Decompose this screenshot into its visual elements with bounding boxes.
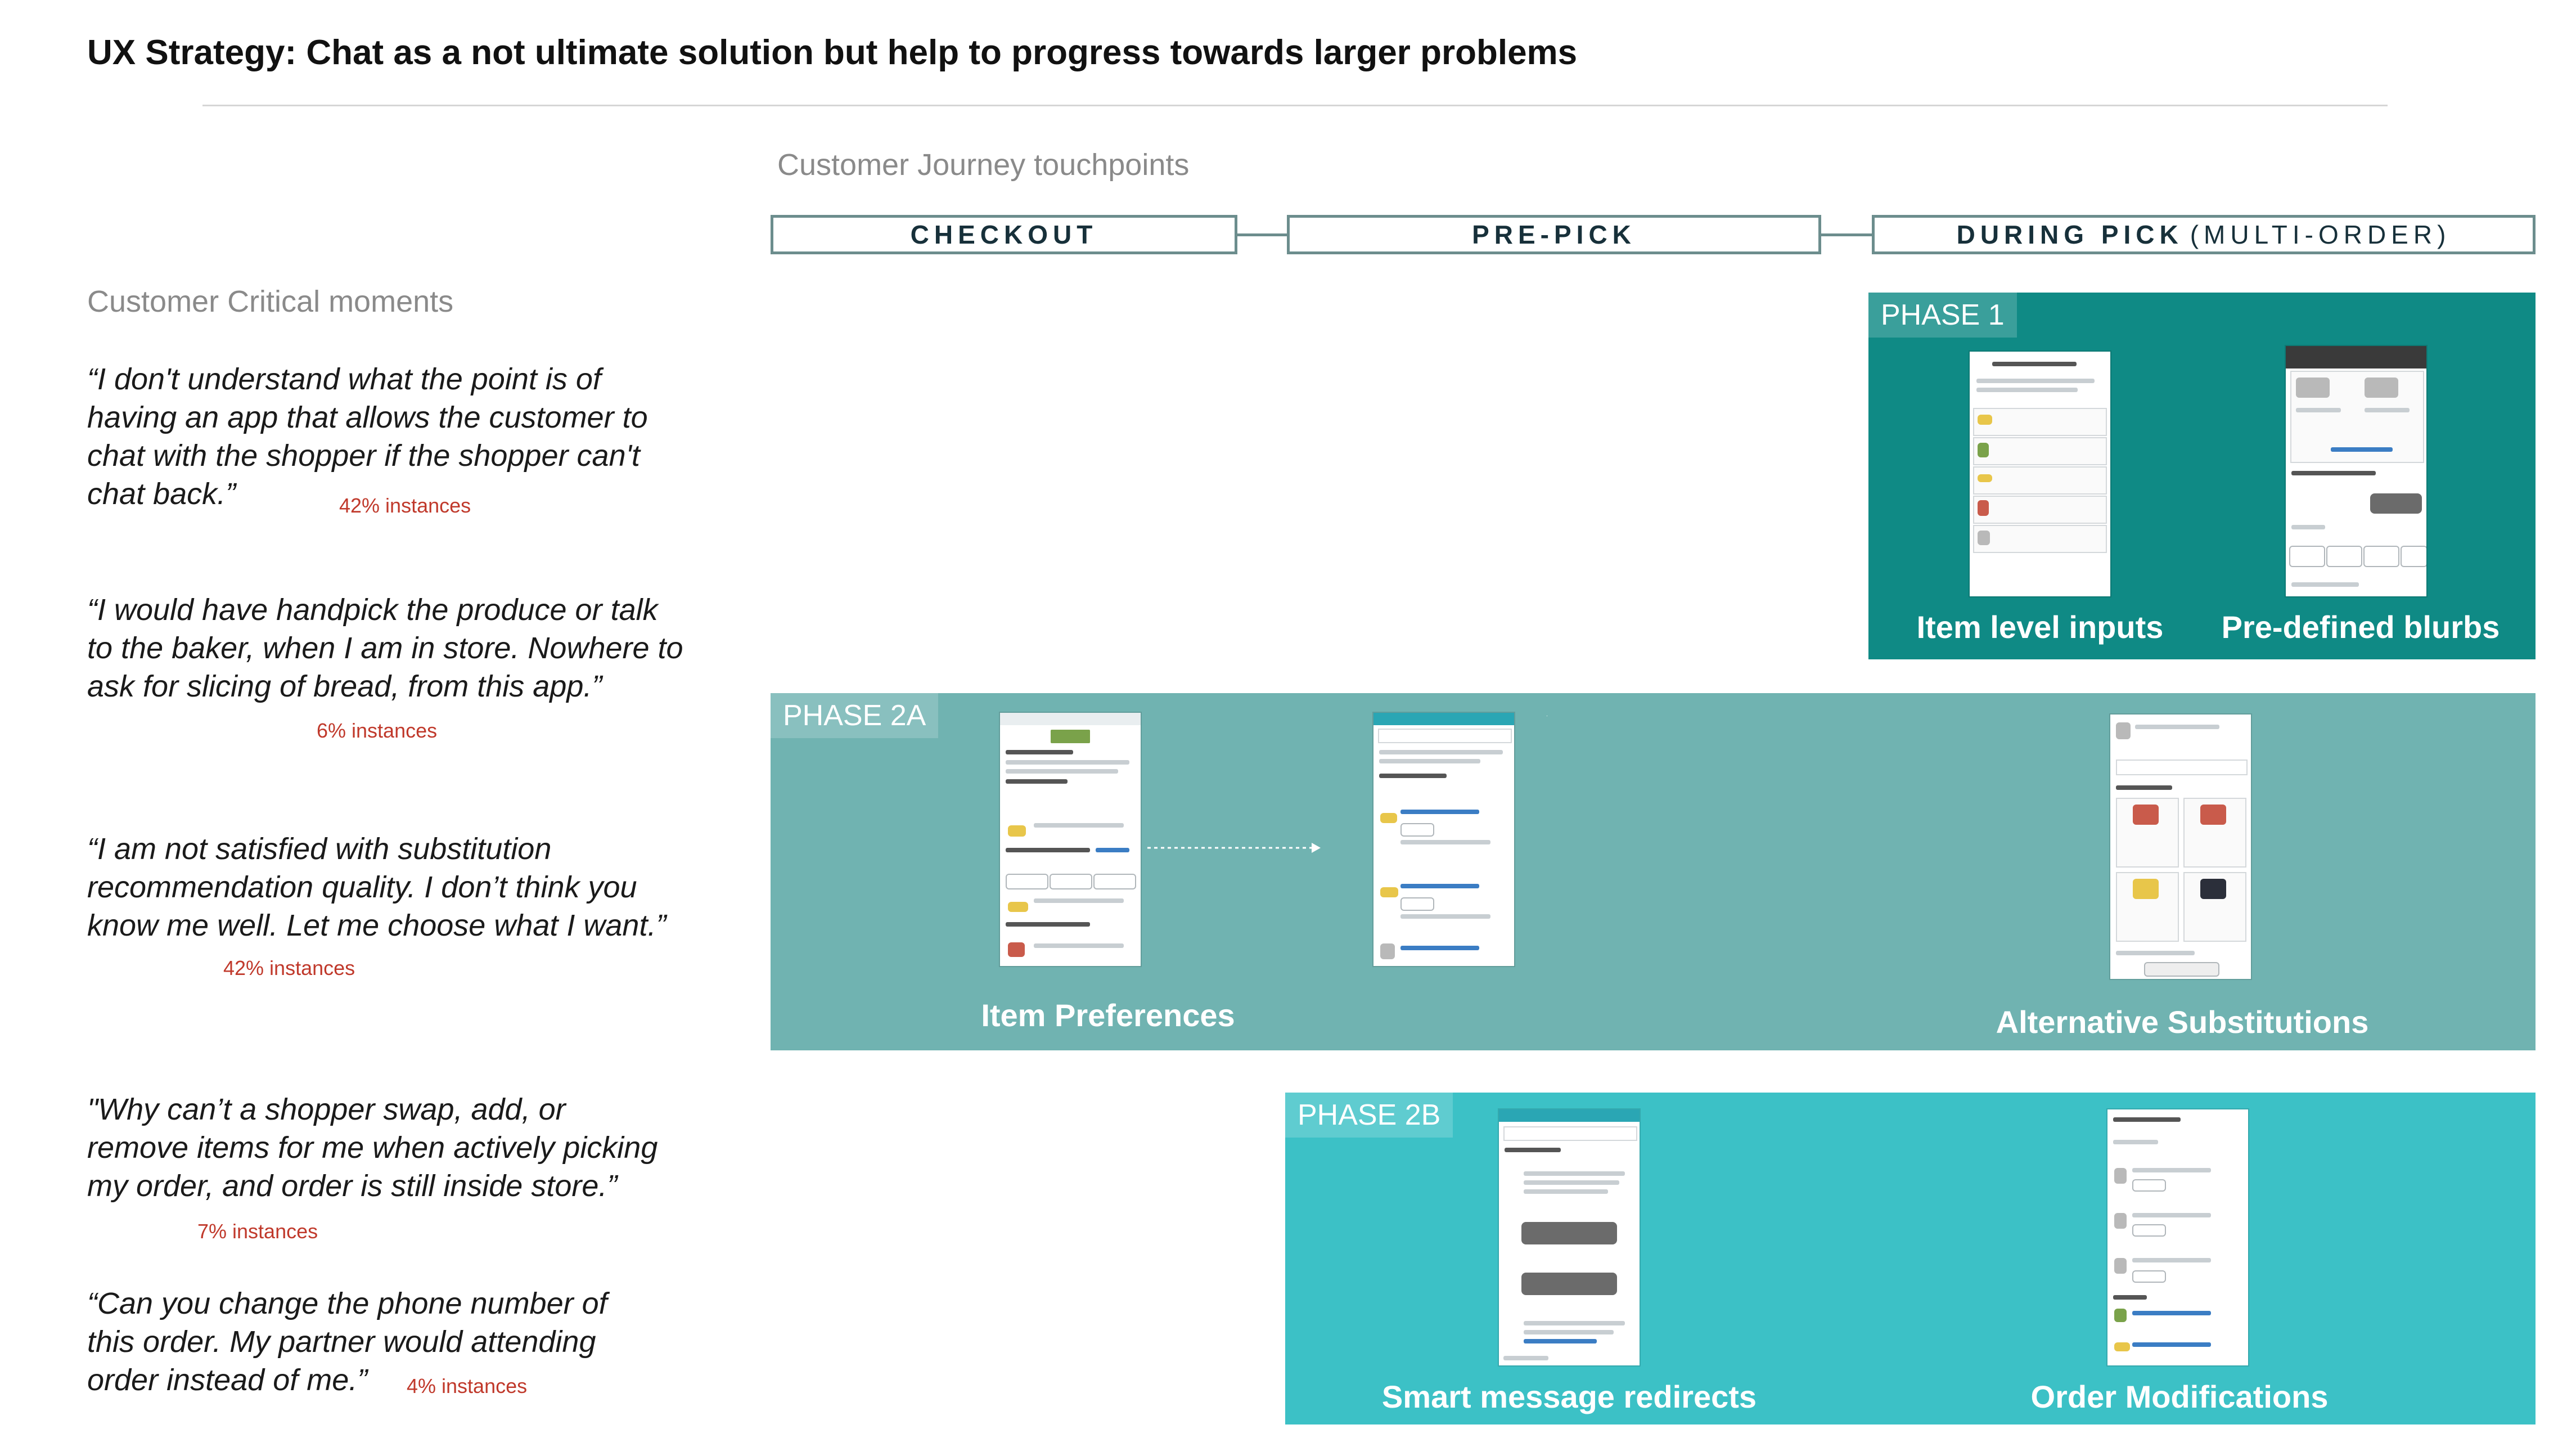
alternative-substitutions-screen — [2110, 714, 2251, 979]
phase-2a-tag: PHASE 2A — [771, 693, 939, 738]
stage-checkout-label: CHECKOUT — [910, 220, 1098, 249]
quote-block: “I don't understand what the point is of… — [87, 360, 672, 517]
quote-text: “I don't understand what the point is of… — [87, 362, 648, 511]
phase-1-tag: PHASE 1 — [1868, 293, 2017, 338]
stage-checkout: CHECKOUT — [771, 215, 1237, 254]
page-title: UX Strategy: Chat as a not ultimate solu… — [87, 33, 1578, 72]
phase-2a-caption: Alternative Substitutions — [1996, 1004, 2369, 1040]
quote-instances: 6% instances — [317, 719, 438, 742]
pre-defined-blurbs-screen — [2286, 346, 2426, 596]
item-level-inputs-screen — [1970, 352, 2110, 596]
quote-instances: 42% instances — [339, 494, 471, 517]
stage-prepick-label: PRE-PICK — [1472, 220, 1636, 249]
quote-text: "Why can’t a shopper swap, add, or remov… — [87, 1093, 658, 1203]
phase-1-caption: Item level inputs — [1916, 609, 2164, 645]
quote-block: “I would have handpick the produce or ta… — [87, 591, 683, 742]
stage-prepick: PRE-PICK — [1287, 215, 1821, 254]
quote-block: "Why can’t a shopper swap, add, or remov… — [87, 1090, 661, 1243]
phase-1-panel: PHASE 1 Item level inputs Pre-defined — [1868, 293, 2536, 659]
order-items-screen — [1373, 713, 1514, 966]
stage-during-pick-sublabel: (MULTI-ORDER) — [2190, 220, 2451, 249]
title-divider — [202, 105, 2388, 106]
phase-2a-panel: PHASE 2A — [771, 693, 2536, 1050]
stage-connector — [1821, 233, 1872, 236]
moments-label: Customer Critical moments — [87, 285, 454, 318]
flow-arrow — [1147, 843, 1321, 853]
order-modifications-screen — [2107, 1109, 2248, 1365]
phase-2a-caption: Item Preferences — [981, 997, 1235, 1033]
quote-text: “I would have handpick the produce or ta… — [87, 593, 683, 703]
quote-text: “Can you change the phone number of this… — [87, 1287, 607, 1397]
quote-instances: 7% instances — [197, 1220, 318, 1243]
phase-2b-caption: Order Modifications — [2030, 1379, 2329, 1414]
quote-block: “Can you change the phone number of this… — [87, 1284, 650, 1399]
stage-during-pick-label: DURING PICK — [1956, 220, 2183, 249]
phase-2b-caption: Smart message redirects — [1381, 1379, 1757, 1414]
phase-2b-panel: PHASE 2B Smart message redirects Orde — [1285, 1093, 2536, 1424]
phase-2b-tag: PHASE 2B — [1285, 1093, 1453, 1138]
quote-instances: 42% instances — [223, 956, 355, 979]
phase-1-caption: Pre-defined blurbs — [2221, 609, 2500, 645]
quote-instances: 4% instances — [407, 1374, 528, 1397]
quote-text: “I am not satisfied with substitution re… — [87, 832, 666, 942]
journey-label: Customer Journey touchpoints — [777, 148, 1190, 182]
stage-connector — [1237, 233, 1287, 236]
stage-during-pick: DURING PICK (MULTI-ORDER) — [1872, 215, 2536, 254]
quote-block: “I am not satisfied with substitution re… — [87, 830, 672, 979]
item-preferences-screen — [1000, 713, 1141, 966]
smart-message-screen — [1499, 1109, 1640, 1365]
